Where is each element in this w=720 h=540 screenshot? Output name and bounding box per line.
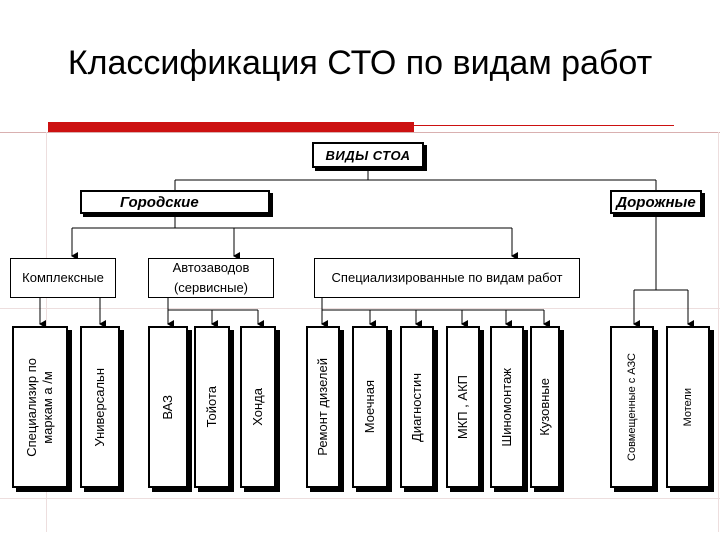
- leaf-motels-label: Мотели: [682, 387, 694, 427]
- leaf-gearbox: МКП , АКП: [446, 326, 480, 488]
- slide-title: Классификация СТО по видам работ: [67, 44, 653, 82]
- leaf-washing-label: Моечная: [362, 380, 377, 434]
- leaf-tire-service: Шиномонтаж: [490, 326, 524, 488]
- leaf-universal-label: Универсальн: [92, 367, 107, 447]
- root-node: ВИДЫ СТОА: [312, 142, 424, 168]
- leaf-diesel-repair-label: Ремонт дизелей: [315, 358, 330, 456]
- leaf-body-label: Кузовные: [537, 378, 552, 436]
- category-road-label: Дорожные: [616, 193, 696, 211]
- leaf-gearbox-label: МКП , АКП: [455, 374, 470, 440]
- leaf-vaz-label: ВАЗ: [160, 394, 175, 420]
- grid-line: [0, 308, 720, 309]
- grid-line: [718, 132, 719, 532]
- leaf-motels: Мотели: [666, 326, 710, 488]
- leaf-toyota: Тойота: [194, 326, 230, 488]
- leaf-washing: Моечная: [352, 326, 388, 488]
- leaf-combined-gas-label: Совмещенные с АЗС: [626, 353, 638, 461]
- root-label: ВИДЫ СТОА: [325, 147, 411, 163]
- leaf-tire-service-label: Шиномонтаж: [499, 367, 514, 447]
- category-city-label: Городские: [120, 193, 199, 211]
- leaf-brand-specialized: Специализир по маркам а /м: [12, 326, 68, 488]
- grid-line: [0, 498, 720, 499]
- leaf-diesel-repair: Ремонт дизелей: [306, 326, 340, 488]
- subcategory-specialized-label: Специализированные по видам работ: [331, 270, 563, 285]
- accent-bar: [48, 122, 414, 132]
- leaf-honda: Хонда: [240, 326, 276, 488]
- leaf-combined-gas: Совмещенные с АЗС: [610, 326, 654, 488]
- leaf-diagnostics-label: Диагностич: [409, 372, 424, 442]
- accent-line: [414, 125, 674, 126]
- category-road: Дорожные: [610, 190, 702, 214]
- subcategory-complex-label: Комплексные: [22, 270, 104, 285]
- leaf-brand-specialized-label: Специализир по маркам а /м: [24, 357, 55, 457]
- leaf-honda-label: Хонда: [250, 388, 265, 426]
- leaf-diagnostics: Диагностич: [400, 326, 434, 488]
- leaf-vaz: ВАЗ: [148, 326, 188, 488]
- subcategory-automaker: Автозаводов (сервисные): [148, 258, 274, 298]
- category-city: Городские: [80, 190, 270, 214]
- leaf-body: Кузовные: [530, 326, 560, 488]
- leaf-toyota-label: Тойота: [204, 386, 219, 428]
- leaf-universal: Универсальн: [80, 326, 120, 488]
- divider-line: [0, 132, 720, 133]
- subcategory-specialized: Специализированные по видам работ: [314, 258, 580, 298]
- subcategory-complex: Комплексные: [10, 258, 116, 298]
- subcategory-automaker-label-line1: Автозаводов: [172, 260, 250, 275]
- subcategory-automaker-label-line2: (сервисные): [173, 280, 249, 295]
